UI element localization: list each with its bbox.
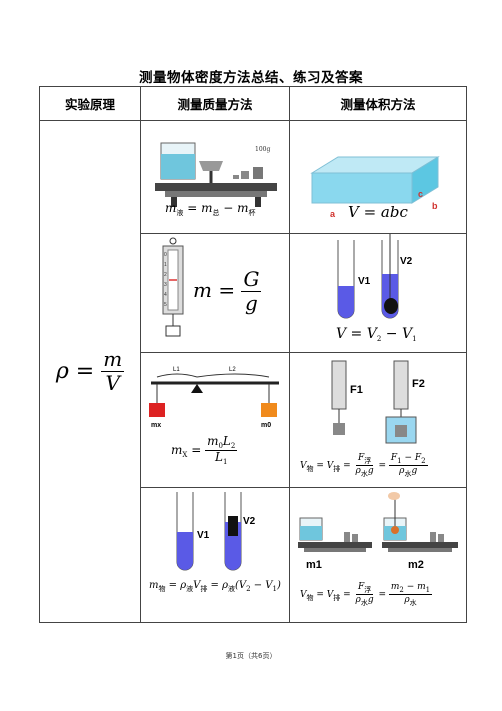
svg-text:m2: m2 (408, 559, 424, 571)
spring-scale-illustration: 0 1 2 3 4 5 (162, 237, 184, 337)
svg-text:1: 1 (164, 262, 167, 268)
cuboid-illustration: a b c (310, 156, 440, 219)
balance-immersion-illustration: m1 m2 (298, 492, 458, 571)
test-tubes-illustration: V1 V2 (337, 234, 413, 319)
header-principle: 实验原理 (39, 86, 141, 121)
table-row: V1 V2 m物 = ρ液V排 = ρ液(V2 − V1) (40, 487, 467, 623)
svg-text:c: c (418, 189, 423, 199)
header-mass-method: 测量质量方法 (140, 86, 290, 121)
svg-text:mx: mx (151, 422, 161, 429)
svg-text:4: 4 (164, 292, 167, 298)
page-title: 测量物体密度方法总结、练习及答案 (139, 70, 363, 86)
svg-text:0: 0 (164, 252, 167, 258)
lever-balance-illustration: L1 L2 mx m0 (149, 367, 279, 429)
svg-text:2: 2 (164, 272, 167, 278)
volume-method-2: V1 V2 V = V2 − V1 (289, 233, 467, 353)
svg-text:m0: m0 (261, 422, 271, 429)
displacement-volume-formula: V = V2 − V1 (336, 326, 417, 343)
svg-text:3: 3 (164, 282, 167, 288)
svg-text:V2: V2 (243, 516, 256, 527)
floating-tubes-illustration: V1 V2 (176, 492, 256, 571)
cuboid-volume-formula: V = abc (348, 203, 408, 221)
liquid-mass-formula: m液 = m总 − m杯 (165, 201, 256, 217)
svg-text:V2: V2 (400, 256, 413, 267)
svg-text:5: 5 (164, 302, 167, 308)
mass-method-1: 100g m液 = m总 − m杯 (140, 120, 290, 234)
floating-mass-formula: m物 = ρ液V排 = ρ液(V2 − V1) (149, 580, 281, 593)
svg-text:L1: L1 (173, 367, 180, 373)
svg-text:V1: V1 (197, 530, 210, 541)
mass-method-4: V1 V2 m物 = ρ液V排 = ρ液(V2 − V1) (140, 487, 290, 623)
svg-text:L2: L2 (229, 367, 236, 373)
svg-text:a: a (330, 209, 336, 219)
volume-method-1: a b c V = abc (289, 120, 467, 234)
page-footer: 第1页（共6页） (225, 652, 277, 660)
svg-text:F1: F1 (350, 384, 363, 396)
svg-text:b: b (432, 201, 438, 211)
header-row: 实验原理 测量质量方法 测量体积方法 (39, 86, 467, 121)
svg-text:m1: m1 (306, 559, 322, 571)
buoyancy-scales-illustration: F1 F2 (331, 360, 425, 444)
svg-text:F2: F2 (412, 378, 425, 390)
header-volume-method: 测量体积方法 (289, 86, 467, 121)
svg-text:100g: 100g (255, 146, 270, 153)
balance-with-beaker-illustration: 100g (155, 142, 277, 207)
svg-text:V1: V1 (358, 276, 371, 287)
